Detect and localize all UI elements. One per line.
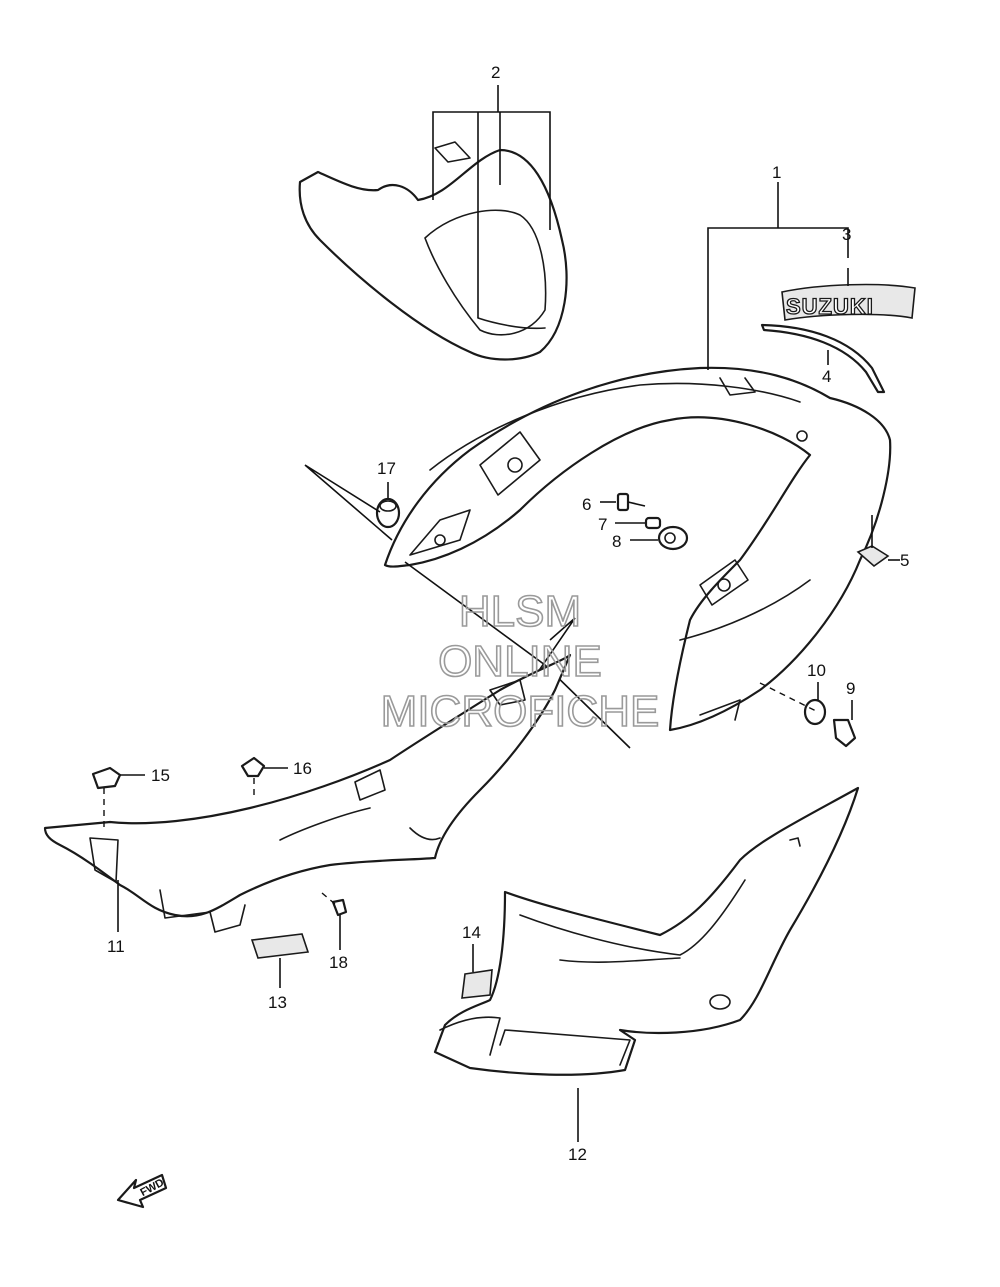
emblem-text: SUZUKI <box>786 294 874 319</box>
fwd-label: FWD <box>138 1177 166 1199</box>
part-17-grommet <box>375 482 401 529</box>
callout-16: 16 <box>293 759 312 778</box>
part-7-collar <box>615 516 662 530</box>
callout-3: 3 <box>842 225 851 244</box>
part-10-grommet <box>803 682 827 726</box>
callout-12: 12 <box>568 1145 587 1164</box>
callout-1: 1 <box>772 163 781 182</box>
part-4-stripe <box>760 323 886 394</box>
fwd-arrow-icon: FWD <box>116 1173 168 1209</box>
part-2-tail-cowl <box>298 141 568 361</box>
part-15-grommet <box>91 766 145 830</box>
callout-labels: 2 1 3 4 5 6 7 8 9 10 11 12 13 14 15 16 1… <box>107 63 909 1164</box>
callout-6: 6 <box>582 495 591 514</box>
part-13-pad <box>250 933 310 988</box>
callout-2: 2 <box>491 63 500 82</box>
callout-5: 5 <box>900 551 909 570</box>
callout-10: 10 <box>807 661 826 680</box>
callout-8: 8 <box>612 532 621 551</box>
part-11-frame-cover <box>43 653 572 933</box>
callout-7: 7 <box>598 515 607 534</box>
callout-15: 15 <box>151 766 170 785</box>
part-6-screw <box>600 492 646 512</box>
part-3-emblem: SUZUKI <box>781 283 916 321</box>
part-18-screw <box>321 892 348 950</box>
watermark-line-1: HLSM <box>459 587 581 636</box>
callout-11: 11 <box>107 937 125 956</box>
part-1-seat-tail-cover <box>383 366 892 732</box>
part-9-bolt <box>832 700 857 748</box>
callout-9: 9 <box>846 679 855 698</box>
part-12-frame-cover <box>433 786 860 1076</box>
leader-2 <box>432 85 551 318</box>
part-14-pad <box>461 944 493 999</box>
watermark-line-3: MICROFICHE <box>381 687 660 736</box>
part-5-clip-nut <box>856 515 900 568</box>
part-8-grommet <box>630 525 689 551</box>
callout-18: 18 <box>329 953 348 972</box>
watermark: HLSM ONLINE MICROFICHE <box>380 586 660 737</box>
callout-17: 17 <box>377 459 396 478</box>
callout-13: 13 <box>268 993 287 1012</box>
callout-14: 14 <box>462 923 481 942</box>
watermark-line-2: ONLINE <box>438 637 602 686</box>
dash-10 <box>759 682 819 713</box>
leader-1 <box>707 182 849 370</box>
callout-4: 4 <box>822 367 831 386</box>
part-16-rivet <box>240 756 288 800</box>
